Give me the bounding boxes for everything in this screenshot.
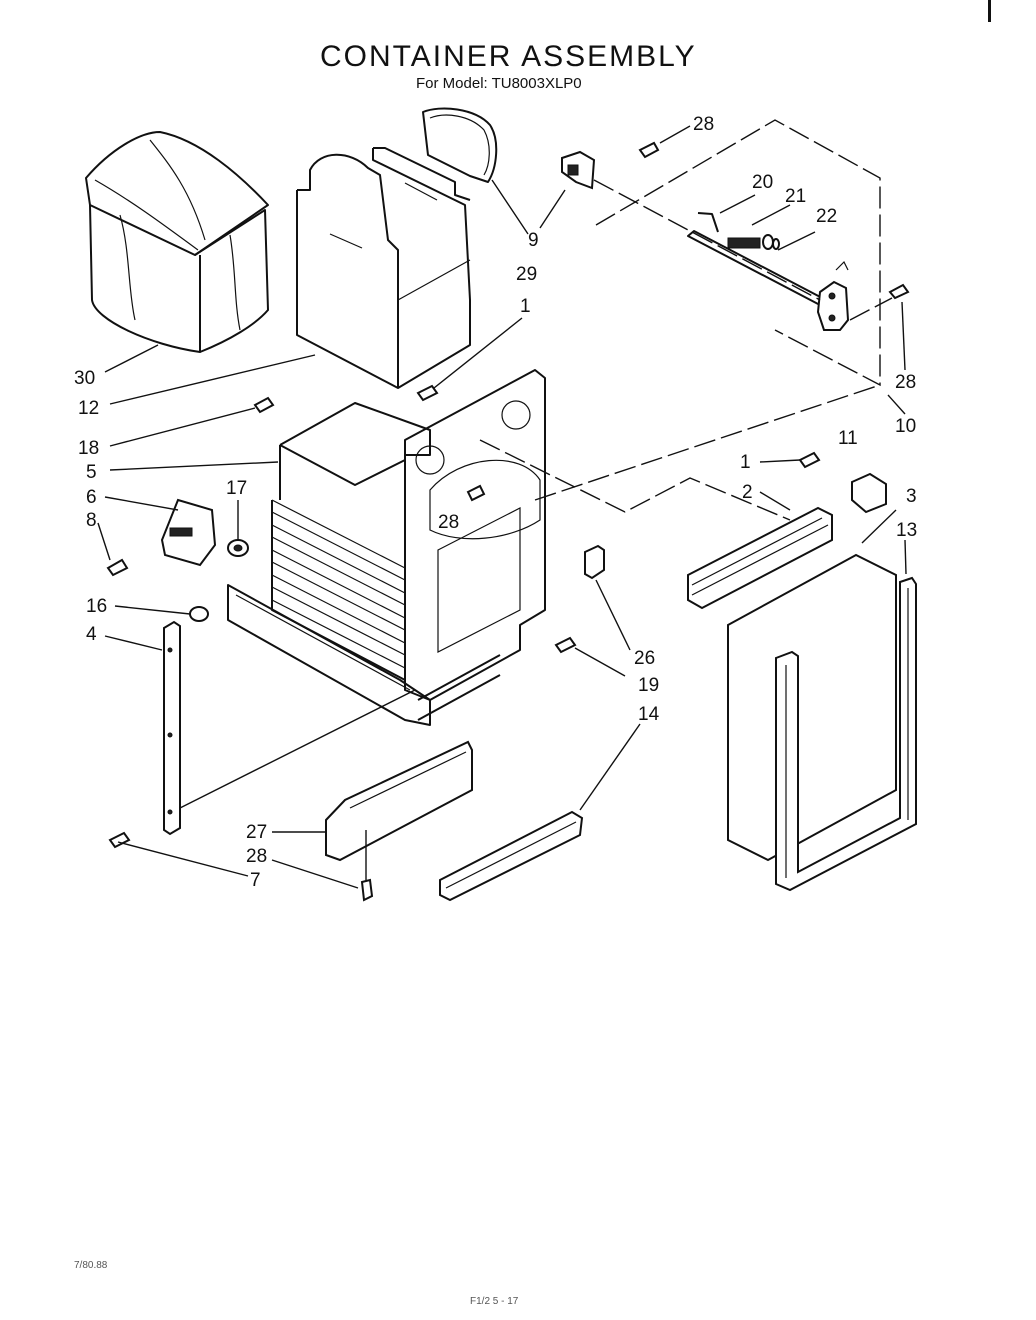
part-29-lid xyxy=(422,107,498,183)
part-7-screw xyxy=(108,831,131,849)
part-6-hinge-bracket xyxy=(160,498,217,567)
callout-26: 26 xyxy=(634,648,655,669)
part-14-kick-plate xyxy=(439,810,584,902)
callout-16: 16 xyxy=(86,596,107,617)
callout-2: 2 xyxy=(742,482,753,503)
callout-11: 11 xyxy=(838,428,858,449)
part-12-liner xyxy=(296,147,471,389)
callout-18: 18 xyxy=(78,438,99,459)
part-17-nut xyxy=(227,539,249,557)
callout-12: 12 xyxy=(78,398,99,419)
callout-7: 7 xyxy=(250,870,261,891)
part-1-screw-right xyxy=(798,451,821,469)
page-edge-mark xyxy=(988,0,991,22)
callout-21: 21 xyxy=(785,186,806,207)
phantom-line-bracket xyxy=(593,179,821,301)
callout-1-center: 1 xyxy=(520,296,531,317)
callout-10: 10 xyxy=(895,416,916,437)
part-19-screw xyxy=(554,636,577,654)
part-27-tray-bracket xyxy=(325,740,473,862)
callout-3: 3 xyxy=(906,486,917,507)
callout-22: 22 xyxy=(816,206,837,227)
part-bottom-rail xyxy=(227,584,431,726)
callout-28-top: 28 xyxy=(693,114,714,135)
part-18-screw xyxy=(253,396,275,414)
part-28-screw-right xyxy=(888,283,910,300)
part-28-screw-mid xyxy=(466,484,486,502)
callout-13: 13 xyxy=(896,520,917,541)
footer-center-mark: F1/2 5 - 17 xyxy=(470,1296,519,1307)
callout-1-right: 1 xyxy=(740,452,751,473)
callout-28-right: 28 xyxy=(895,372,916,393)
callout-19: 19 xyxy=(638,675,659,696)
callout-20: 20 xyxy=(752,172,773,193)
part-28-screw-top xyxy=(638,141,660,159)
callout-5: 5 xyxy=(86,462,97,483)
part-1-screw-center xyxy=(416,384,439,402)
callout-17: 17 xyxy=(226,478,247,499)
part-13-door-frame xyxy=(775,576,917,892)
part-3-door-panel xyxy=(727,553,897,862)
phantom-box-10 xyxy=(595,119,881,387)
callout-28-mid: 28 xyxy=(438,512,459,533)
callout-29: 29 xyxy=(516,264,537,285)
callout-14: 14 xyxy=(638,704,660,725)
phantom-line-screw xyxy=(849,297,893,321)
diagram-title: CONTAINER ASSEMBLY xyxy=(320,40,697,73)
callout-9: 9 xyxy=(528,230,539,251)
part-2-door-rail xyxy=(687,506,833,610)
part-30-bag xyxy=(85,131,269,353)
part-4-side-strip xyxy=(163,620,181,836)
callout-4: 4 xyxy=(86,624,97,645)
diagram-subtitle: For Model: TU8003XLP0 xyxy=(416,75,582,92)
part-9-bracket xyxy=(561,150,596,190)
part-8-screw xyxy=(106,558,129,577)
part-26-clip xyxy=(584,544,605,580)
footer-left-mark: 7/80.88 xyxy=(74,1260,108,1271)
callout-27: 27 xyxy=(246,822,267,843)
callout-6: 6 xyxy=(86,487,97,508)
part-11-hinge-block xyxy=(851,472,887,514)
part-5-housing xyxy=(271,369,546,721)
callout-28-bottom: 28 xyxy=(246,846,267,867)
leader-lines xyxy=(97,125,907,889)
callout-30: 30 xyxy=(74,368,95,389)
callout-numbers: 28 20 21 22 9 29 1 28 10 30 12 18 5 6 17… xyxy=(74,114,917,891)
part-16-bushing xyxy=(189,606,209,622)
callout-8: 8 xyxy=(86,510,97,531)
part-28-screw-bottom xyxy=(360,878,374,902)
part-20-21-22-rod-assembly xyxy=(687,212,850,331)
